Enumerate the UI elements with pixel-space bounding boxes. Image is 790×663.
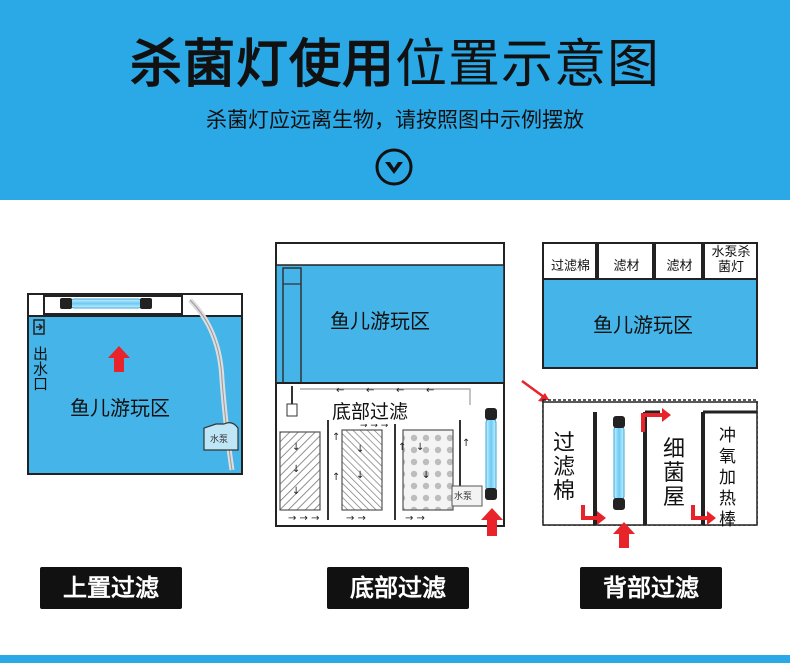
svg-text:↓: ↓ bbox=[422, 470, 430, 481]
svg-text:→ → →: → → → bbox=[288, 513, 320, 524]
bottom-filter-zone-label: 鱼儿游玩区 bbox=[330, 309, 430, 333]
bottom-filter-pump-label: 水泵 bbox=[454, 492, 473, 502]
back-filter-label: 背部过滤 bbox=[580, 567, 722, 609]
uv-lamp-icon bbox=[613, 416, 625, 510]
back-filter-cotton-label: 过滤棉 bbox=[553, 431, 576, 504]
svg-text:→ →: → → bbox=[346, 513, 366, 524]
svg-text:↓: ↓ bbox=[292, 464, 300, 475]
svg-text:→ →: → → bbox=[405, 513, 425, 524]
svg-text:↓: ↓ bbox=[292, 486, 300, 497]
svg-text:↓: ↓ bbox=[292, 442, 300, 453]
red-arrow-up-icon bbox=[481, 508, 503, 536]
top-filter-zone-label: 鱼儿游玩区 bbox=[70, 396, 170, 420]
back-filter-compartment-3: 滤材 bbox=[666, 259, 693, 274]
svg-text:←: ← bbox=[426, 385, 434, 396]
svg-text:→ → →: → → → bbox=[360, 421, 389, 431]
svg-text:↑: ↑ bbox=[332, 432, 340, 443]
red-arrow-up-icon bbox=[108, 346, 130, 372]
footer-stripe bbox=[0, 655, 790, 663]
back-filter-oxygen-heater-label: 冲氧加热棒 bbox=[719, 426, 736, 530]
top-filter-pump-label: 水泵 bbox=[210, 435, 229, 445]
pump-icon bbox=[451, 485, 483, 507]
pump-icon bbox=[203, 422, 239, 451]
header-banner: 杀菌灯使用位置示意图 杀菌灯应远离生物，请按照图中示例摆放 bbox=[0, 0, 790, 200]
page-subtitle: 杀菌灯应远离生物，请按照图中示例摆放 bbox=[206, 108, 584, 132]
title-bold: 杀菌灯使用 bbox=[129, 35, 395, 95]
svg-text:↑: ↑ bbox=[462, 438, 470, 449]
svg-text:↓: ↓ bbox=[416, 442, 424, 453]
uv-lamp-icon bbox=[485, 408, 497, 500]
top-filter-label: 上置过滤 bbox=[40, 567, 182, 609]
svg-text:←: ← bbox=[396, 385, 404, 396]
chevron-down-circle-icon bbox=[375, 148, 413, 186]
svg-text:↓: ↓ bbox=[356, 444, 364, 455]
back-filter-diagram bbox=[521, 242, 758, 548]
back-filter-compartment-2: 滤材 bbox=[613, 259, 640, 274]
title-light: 位置示意图 bbox=[395, 35, 661, 95]
svg-text:↓: ↓ bbox=[356, 470, 364, 481]
bottom-filter-area-label: 底部过滤 bbox=[330, 397, 411, 424]
bottom-filter-label: 底部过滤 bbox=[327, 567, 469, 609]
svg-text:←: ← bbox=[366, 385, 374, 396]
svg-text:↑: ↑ bbox=[332, 472, 340, 483]
uv-lamp-icon bbox=[60, 298, 152, 309]
back-filter-bacteria-house-label: 细菌屋 bbox=[663, 437, 686, 510]
bottom-filter-diagram: ← ← ← ← ↓ ↓ ↓ ↓ ↓ ↓ ↓ ↑ ↑ ↑ ↑ → → → → → … bbox=[275, 242, 505, 536]
page-title: 杀菌灯使用位置示意图 bbox=[0, 22, 790, 97]
svg-text:←: ← bbox=[336, 385, 344, 396]
back-filter-compartment-4: 水泵杀菌灯 bbox=[711, 245, 751, 275]
back-filter-compartment-1: 过滤棉 bbox=[550, 259, 590, 274]
top-filter-outlet-label: 出水口 bbox=[31, 346, 49, 391]
back-filter-zone-label: 鱼儿游玩区 bbox=[593, 313, 693, 337]
svg-text:↑: ↑ bbox=[398, 442, 406, 453]
top-filter-diagram bbox=[27, 293, 243, 475]
red-arrow-up-icon bbox=[613, 522, 635, 548]
